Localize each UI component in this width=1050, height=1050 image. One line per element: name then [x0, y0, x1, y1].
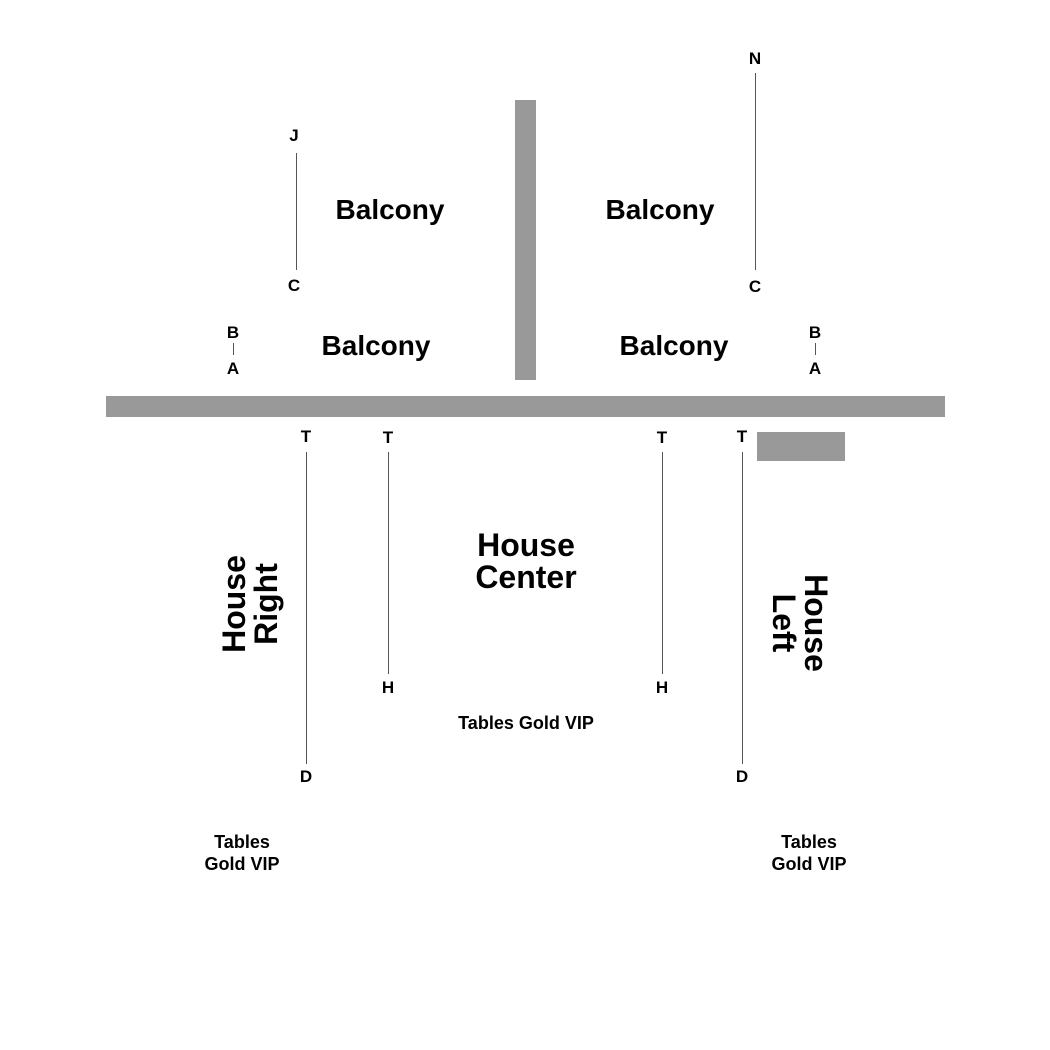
row-label: T [656, 428, 668, 447]
house-right-row-line [306, 452, 307, 764]
section-tables-right[interactable]: Tables Gold VIP [204, 831, 279, 875]
section-house-right-line2: Right [248, 563, 284, 645]
row-label: N [748, 49, 762, 68]
section-balcony-lower-right[interactable]: Balcony [619, 330, 729, 361]
row-label: T [736, 427, 748, 446]
section-house-left-line1: House [798, 574, 834, 672]
row-label: H [655, 678, 669, 697]
house-center-right-row-line [662, 452, 663, 674]
row-label: J [289, 126, 299, 145]
balcony-divider-aisle [515, 100, 536, 380]
row-label: T [382, 428, 394, 447]
section-house-right-line1: House [216, 555, 252, 653]
section-house-center[interactable]: House Center [475, 529, 576, 593]
house-left-row-line [742, 452, 743, 764]
section-tables-left[interactable]: Tables Gold VIP [771, 831, 846, 875]
section-tables-right-line2: Gold VIP [204, 854, 280, 874]
balcony-right-lower-row-line [815, 343, 816, 355]
house-left-box [757, 432, 845, 461]
section-house-left-line2: Left [766, 593, 802, 653]
row-label: C [748, 277, 762, 296]
balcony-left-lower-row-line [233, 343, 234, 355]
row-label: A [226, 359, 240, 378]
section-house-center-line1: House [477, 527, 575, 563]
section-balcony-upper-left[interactable]: Balcony [335, 194, 445, 225]
section-house-center-line2: Center [475, 559, 577, 595]
balcony-left-upper-row-line [296, 153, 297, 270]
section-tables-right-line1: Tables [214, 832, 270, 852]
house-center-left-row-line [388, 452, 389, 674]
section-tables-center[interactable]: Tables Gold VIP [458, 713, 594, 733]
section-tables-left-line1: Tables [781, 832, 837, 852]
balcony-right-upper-row-line [755, 73, 756, 270]
row-label: C [287, 276, 301, 295]
row-label: D [735, 767, 749, 786]
section-house-left[interactable]: House Left [766, 574, 834, 672]
row-label: A [808, 359, 822, 378]
section-house-right[interactable]: House Right [216, 555, 284, 653]
section-balcony-lower-left[interactable]: Balcony [321, 330, 431, 361]
row-label: H [381, 678, 395, 697]
section-tables-left-line2: Gold VIP [771, 854, 847, 874]
row-label: B [226, 323, 240, 342]
row-label: T [300, 427, 312, 446]
row-label: D [299, 767, 313, 786]
section-balcony-upper-right[interactable]: Balcony [605, 194, 715, 225]
row-label: B [808, 323, 822, 342]
balcony-front-rail [106, 396, 945, 417]
